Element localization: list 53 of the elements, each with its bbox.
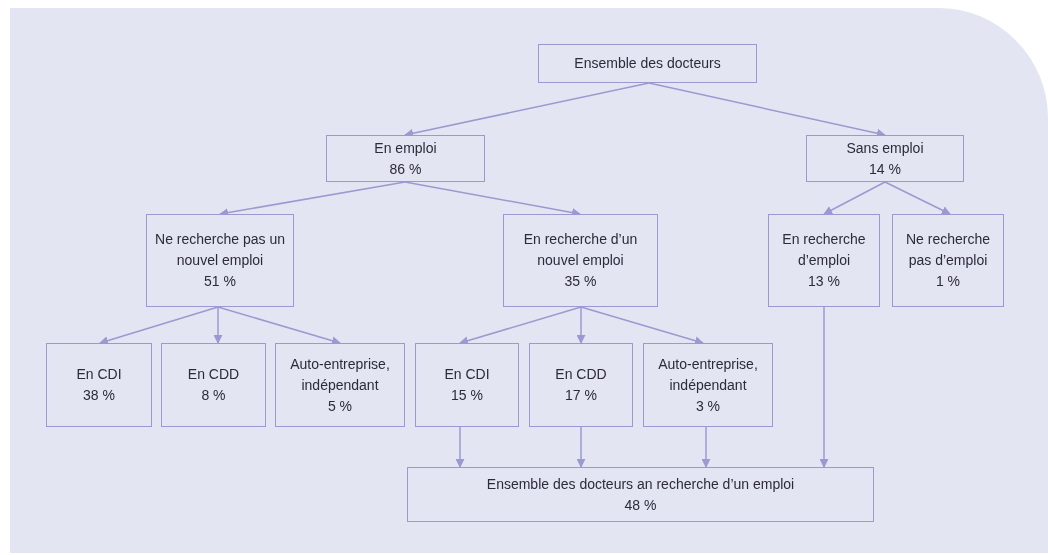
arrow [459,306,582,345]
category-box [529,343,633,427]
arrow [576,306,586,344]
category-box [46,343,152,427]
category-box [768,214,880,307]
percentage-value: 35 % [564,272,597,291]
category-box [415,343,519,427]
category-box [407,467,874,522]
arrow [884,181,951,215]
category-box [503,214,658,307]
category-label: En CDI [444,365,490,384]
category-label: Ne recherche pas d’emploi [904,230,991,270]
category-label: Ensemble des docteurs an recherche d’un emploi [486,474,795,494]
percentage-value: 86 % [389,159,422,179]
percentage-value: 13 % [808,272,840,291]
arrow [819,306,829,468]
percentage-value: 3 % [695,396,721,416]
category-label: Auto-entreprise, indépendant [657,354,759,395]
percentage-value: 15 % [451,386,483,405]
percentage-value: 14 % [869,159,901,179]
category-box [806,135,964,182]
category-label: Ne recherche pas un nouvel emploi [154,230,286,270]
category-label: En CDD [187,365,240,384]
percentage-value: 5 % [327,396,353,416]
category-box [326,135,485,182]
category-label: Auto-entreprise, indépendant [289,354,391,395]
category-box [538,44,757,83]
category-box [161,343,266,427]
percentage-value: 38 % [83,386,115,405]
category-label: Ensemble des docteurs [574,54,721,73]
category-label: Sans emploi [846,138,924,158]
category-label: En recherche d’emploi [781,230,867,270]
percentage-value: 1 % [935,272,961,291]
category-box [643,343,773,427]
arrow [701,426,711,468]
category-label: En CDI [76,365,122,384]
arrow [823,181,886,215]
arrow [213,306,223,344]
category-box [146,214,294,307]
percentage-value: 8 % [201,386,226,405]
category-box [275,343,405,427]
arrow [99,306,219,345]
arrow [576,426,586,468]
percentage-value: 48 % [624,495,657,515]
arrow [580,306,704,345]
percentage-value: 51 % [204,272,236,291]
percentage-value: 17 % [565,386,597,405]
category-label: En emploi [374,138,437,158]
arrow [455,426,465,468]
category-label: En recherche d’un nouvel emploi [522,230,639,270]
arrow [217,306,341,345]
category-label: En CDD [555,365,607,384]
category-box [892,214,1004,307]
